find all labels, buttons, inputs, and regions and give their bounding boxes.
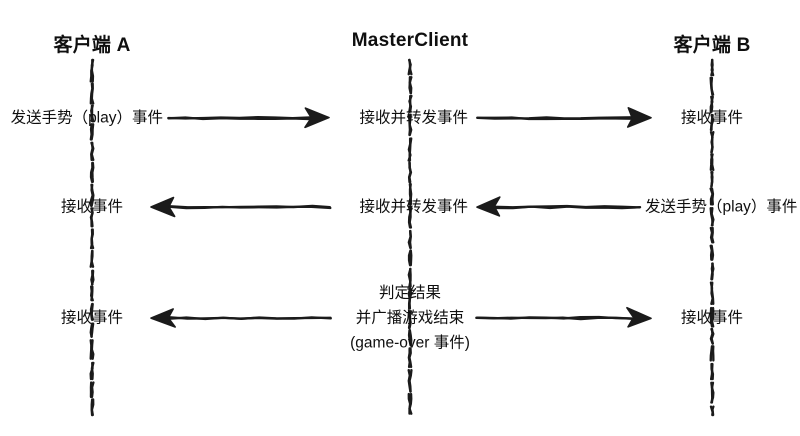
arrow-master-to-b-head [626, 107, 652, 128]
message-label-line: 并广播游戏结束 [355, 309, 465, 327]
message-label-a-receive-3: 接收事件 [61, 306, 123, 331]
message-label-line: (game-over 事件) [350, 334, 470, 352]
arrow-broadcast-to-a-head [150, 308, 176, 328]
arrow-broadcast-to-b-head [626, 306, 652, 328]
message-label-line: 接收事件 [680, 109, 744, 127]
message-label-a-send-play: 发送手势（play）事件 [11, 106, 163, 131]
message-label-line: 接收事件 [60, 309, 124, 327]
message-label-line: 判定结果 [378, 284, 441, 302]
lifeline-master-client [407, 58, 412, 76]
message-label-master-relay-2: 接收并转发事件 [359, 195, 468, 220]
message-label-line: 接收并转发事件 [359, 198, 468, 216]
arrow-a-to-master-head [304, 107, 330, 129]
arrow-master-to-a [167, 204, 331, 209]
message-label-b-receive-3: 接收事件 [681, 306, 743, 331]
message-label-a-receive-2: 接收事件 [61, 195, 123, 220]
arrow-master-to-b [476, 116, 635, 120]
message-label-line: 接收并转发事件 [359, 109, 468, 127]
lifeline-client-a [89, 58, 94, 83]
message-label-line: 发送手势（play）事件 [10, 109, 163, 127]
message-label-master-judge: 判定结果并广播游戏结束 (game-over 事件) [350, 281, 470, 356]
message-label-line: 发送手势（play）事件 [645, 198, 798, 216]
message-label-b-send-play: 发送手势（play）事件 [645, 195, 797, 220]
actor-header-client-a: 客户端 A [53, 35, 131, 56]
arrow-b-to-master-head [476, 196, 501, 217]
arrow-broadcast-to-a [168, 316, 332, 320]
actor-header-master-client: MasterClient [351, 30, 469, 51]
lifeline-client-b [710, 58, 714, 77]
actor-header-client-b: 客户端 B [673, 35, 751, 56]
message-label-b-receive-1: 接收事件 [681, 106, 743, 131]
message-label-line: 接收事件 [680, 309, 744, 327]
message-label-line: 接收事件 [60, 198, 124, 216]
arrow-b-to-master [493, 204, 641, 209]
arrow-broadcast-to-b [475, 315, 634, 320]
arrow-master-to-a-head [150, 196, 176, 218]
arrow-a-to-master [167, 115, 312, 120]
message-label-master-relay-1: 接收并转发事件 [359, 106, 468, 131]
